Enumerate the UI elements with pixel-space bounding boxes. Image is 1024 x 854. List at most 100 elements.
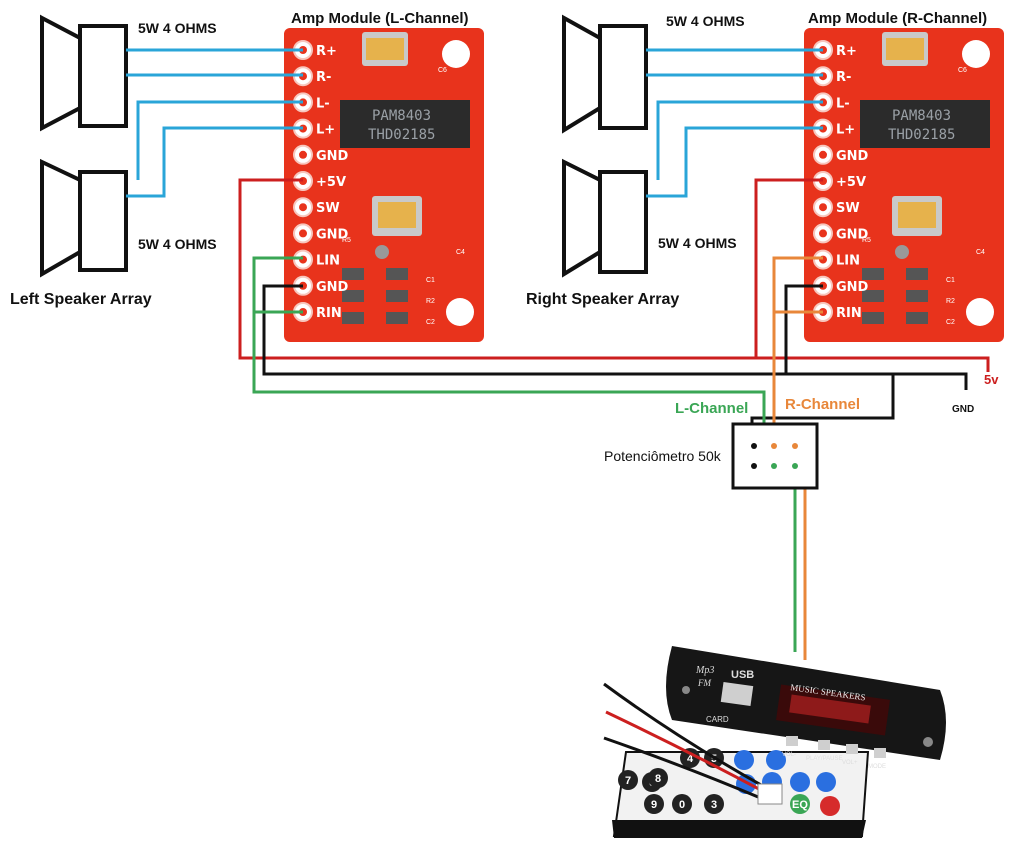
mp3-brand-line1: Mp3: [695, 665, 714, 676]
ground-wire: [262, 284, 968, 390]
mp3-button-play-pause: PLAY/PAUSE: [806, 756, 842, 762]
amp-left-pin-label: LIN: [316, 254, 340, 269]
amp-right-label-c1: C1: [946, 277, 955, 284]
mp3-brand-line2: FM: [697, 678, 711, 688]
mp3-button-vol-plus: VOL+: [842, 760, 858, 766]
amp-left-pin-hole-6: [299, 203, 307, 212]
amp-right-pin-label: GND: [836, 280, 869, 295]
amp-right-pin-label: L+: [836, 123, 855, 138]
amp-left-label-r5: R5: [342, 237, 351, 244]
remote-power-key: [820, 796, 840, 816]
amp-right-pin-label: GND: [836, 227, 869, 242]
amp-right-pin-label: R+: [836, 44, 857, 59]
amp-right-pin-label: SW: [836, 201, 860, 216]
amp-left-pin-hole-7: [299, 229, 307, 238]
right-bottom-speaker-spec: 5W 4 OHMS: [658, 235, 737, 251]
right-channel-wire: [772, 256, 823, 446]
remote-blue-key: [816, 772, 836, 792]
amp-module-left: PAM8403 THD02185 C6 R5 C4 C1 R2 C2: [284, 28, 484, 342]
amp-left-label-c2: C2: [426, 319, 435, 326]
amp-left-title: Amp Module (L-Channel): [291, 10, 468, 27]
remote-key: [672, 794, 692, 814]
amp-left-chip-line2: THD02185: [368, 127, 435, 143]
amp-right-label-r2: R2: [946, 298, 955, 305]
left-channel-wire: [252, 256, 766, 462]
amp-right-pin-label: GND: [836, 149, 869, 164]
amp-left-pin-label: GND: [316, 227, 349, 242]
mp3-card-label: CARD: [706, 715, 729, 724]
amp-left-pin-hole-4: [299, 150, 307, 159]
remote-key-label: 4: [687, 753, 694, 765]
remote-blue-key: [790, 772, 810, 792]
ground-wire-right: [784, 284, 823, 374]
left-bottom-speaker-spec: 5W 4 OHMS: [138, 236, 217, 252]
amp-right-chip-line2: THD02185: [888, 127, 955, 143]
amp-right-pin-label: LIN: [836, 254, 860, 269]
remote-key: [704, 794, 724, 814]
amp-right-pin-label: RIN: [836, 306, 862, 321]
mp3-usb-label: USB: [731, 669, 754, 681]
amp-left-pin-label: L-: [316, 96, 330, 111]
amp-right-pin-label: R-: [836, 70, 851, 85]
left-top-speaker-spec: 5W 4 OHMS: [138, 20, 217, 36]
amp-left-pin-label: L+: [316, 123, 335, 138]
amp-left-pin-label: SW: [316, 201, 340, 216]
amp-right-label-c6: C6: [958, 67, 967, 74]
mp3-button-vol-minus: VOL-: [782, 752, 796, 758]
power-wire-5v: [238, 178, 990, 372]
mp3-buttons: [786, 736, 886, 758]
left-speaker-top: [40, 14, 128, 132]
remote-key-label: 7: [625, 775, 631, 787]
amp-right-chip-line1: PAM8403: [892, 108, 951, 124]
amp-left-pin-label: R+: [316, 44, 337, 59]
remote-key: [648, 768, 668, 788]
amp-right-pin-hole-7: [819, 229, 827, 238]
amp-left-pin-label: +5V: [316, 175, 346, 190]
right-speaker-array-label: Right Speaker Array: [526, 291, 679, 308]
power-wire-5v-right: [754, 178, 823, 358]
amp-left-label-c4: C4: [456, 249, 465, 256]
amp-right-label-r5: R5: [862, 237, 871, 244]
mp3-button-mode: MODE: [868, 764, 886, 770]
jst-connector: [757, 783, 783, 805]
amp-right-label-c4: C4: [976, 249, 985, 256]
remote-key: [618, 770, 638, 790]
ir-remote: [612, 751, 870, 838]
amp-left-label-c6: C6: [438, 67, 447, 74]
mp3-module: [666, 646, 946, 760]
left-speaker-wires: [126, 48, 303, 198]
remote-keypad: 45678930EQ: [618, 748, 840, 816]
amp-left-pin-label: R-: [316, 70, 331, 85]
right-top-speaker-spec: 5W 4 OHMS: [666, 13, 745, 29]
left-speaker-bottom: [40, 158, 128, 278]
right-speaker-wires: [646, 48, 823, 198]
remote-key-label: 8: [655, 773, 661, 785]
amp-right-title: Amp Module (R-Channel): [808, 10, 987, 27]
mp3-cable-bundle: [603, 682, 773, 804]
remote-key-label: 0: [679, 799, 685, 811]
remote-blue-key: [766, 750, 786, 770]
remote-key: [644, 794, 664, 814]
remote-key-label: EQ: [792, 799, 808, 811]
amp-left-pin-label: GND: [316, 149, 349, 164]
power-5v-label: 5v: [984, 372, 999, 387]
amp-right-pin-label: +5V: [836, 175, 866, 190]
right-speaker-top: [562, 14, 648, 134]
amp-right-pin-hole-6: [819, 203, 827, 212]
remote-blue-key: [734, 750, 754, 770]
remote-key: [790, 794, 810, 814]
r-channel-label: R-Channel: [785, 396, 860, 413]
amp-right-pin-hole-4: [819, 150, 827, 159]
left-speaker-array-label: Left Speaker Array: [10, 291, 152, 308]
remote-key: [680, 748, 700, 768]
amp-left-chip-line1: PAM8403: [372, 108, 431, 124]
amp-right-pin-label: L-: [836, 96, 850, 111]
l-channel-label: L-Channel: [675, 400, 748, 417]
remote-key-label: 3: [711, 799, 717, 811]
amp-module-right: PAM8403 THD02185 C6 R5 C4 C1 R2 C2: [804, 28, 1004, 342]
amp-left-label-r2: R2: [426, 298, 435, 305]
amp-right-label-c2: C2: [946, 319, 955, 326]
amp-left-label-c1: C1: [426, 277, 435, 284]
remote-key-label: 9: [651, 799, 657, 811]
